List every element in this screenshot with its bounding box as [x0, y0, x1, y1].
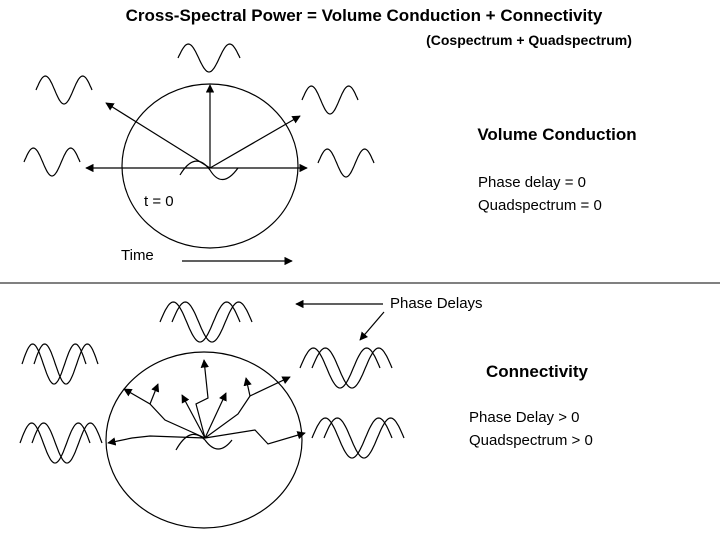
wave-pair-left-a [21, 343, 87, 385]
volume-conduction-heading: Volume Conduction [477, 125, 636, 144]
arrow-up-left [105, 102, 211, 169]
arrow-up-right [209, 115, 301, 169]
origin-wave-top [179, 160, 239, 181]
volume-conduction-panel [23, 43, 375, 266]
wave-top-center [177, 43, 241, 73]
delayed-arrow-left [107, 435, 206, 446]
delayed-arrow-up [195, 359, 209, 439]
branch-arrow-3 [149, 383, 160, 405]
branch-arrow-4 [243, 377, 252, 397]
origin-wave-bottom [175, 433, 233, 451]
diagram-title: Cross-Spectral Power = Volume Conduction… [126, 6, 603, 25]
quadspectrum-positive-text: Quadspectrum > 0 [469, 432, 593, 449]
delayed-arrow-up-left [123, 388, 206, 439]
wave-pair-low-right-a [311, 417, 393, 459]
wave-pair-low-left-a [19, 422, 91, 464]
delayed-arrow-right [204, 429, 306, 445]
wave-mid-right [317, 148, 375, 178]
phase-delay-positive-text: Phase Delay > 0 [469, 409, 580, 426]
wave-pair-top-b [171, 301, 253, 343]
source-ellipse-top [121, 83, 299, 249]
diagram-subtitle: (Cospectrum + Quadspectrum) [426, 32, 632, 48]
wave-top-left [35, 75, 93, 105]
callout-arrow-down [359, 311, 385, 341]
branch-arrow-1 [181, 394, 206, 439]
phase-delay-zero-text: Phase delay = 0 [478, 174, 586, 191]
time-label: Time [121, 247, 154, 264]
quadspectrum-zero-text: Quadspectrum = 0 [478, 197, 602, 214]
wave-pair-low-left-b [31, 422, 103, 464]
wave-pair-top-a [159, 301, 241, 343]
connectivity-panel [19, 299, 405, 529]
wave-mid-left [23, 147, 81, 177]
source-ellipse-bottom [105, 351, 303, 529]
delayed-arrow-up-right [204, 376, 291, 439]
connectivity-heading: Connectivity [486, 362, 589, 381]
wave-pair-low-right-b [323, 417, 405, 459]
wave-top-right [301, 85, 359, 115]
wave-pair-left-b [33, 343, 99, 385]
phase-delays-label: Phase Delays [390, 295, 483, 312]
wave-pair-right-b [311, 347, 393, 389]
origin-label: t = 0 [144, 193, 174, 210]
wave-pair-right-a [299, 347, 381, 389]
branch-arrow-2 [204, 392, 227, 439]
